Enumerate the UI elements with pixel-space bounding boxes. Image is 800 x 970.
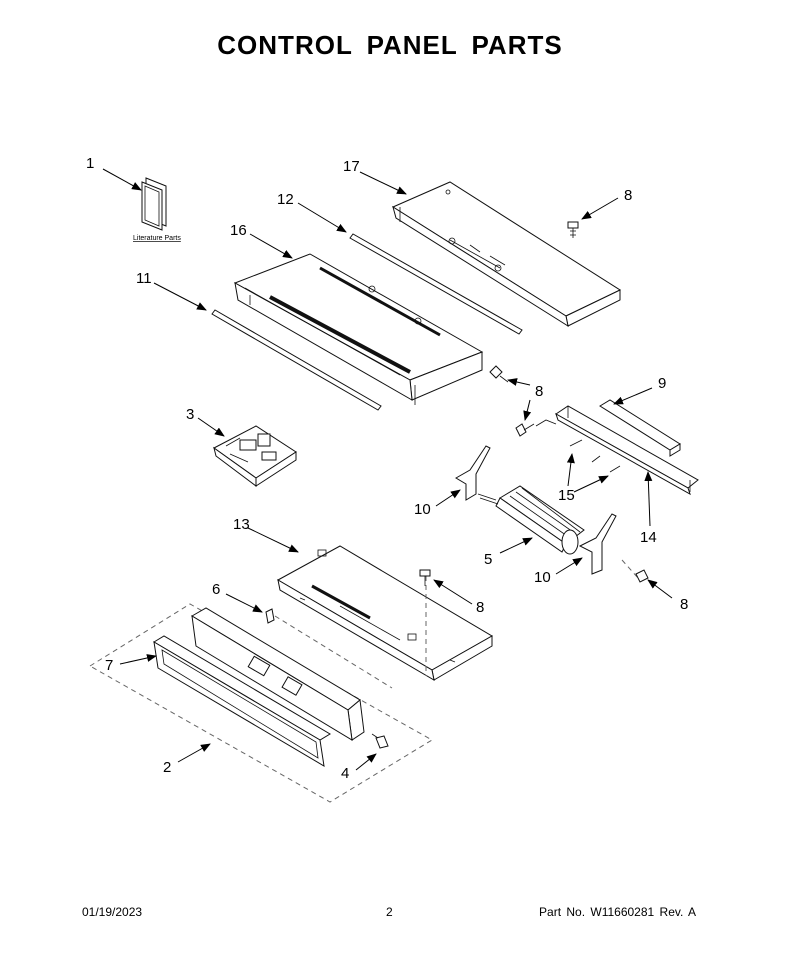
long-strip-part	[211, 309, 382, 411]
wire-lead-part	[535, 419, 621, 473]
callout-15: 15	[558, 487, 575, 504]
callout-6: 6	[212, 581, 220, 598]
assembly-outline	[89, 559, 639, 803]
fan-bracket-part	[555, 405, 699, 496]
callout-8-plate: 8	[476, 599, 484, 616]
callout-4: 4	[341, 765, 349, 782]
clip-part	[265, 608, 275, 624]
callout-11: 11	[136, 270, 152, 287]
callout-13: 13	[233, 516, 250, 533]
callout-3: 3	[186, 406, 194, 423]
callout-1: 1	[86, 155, 94, 172]
callout-16: 16	[230, 222, 247, 239]
footer-date: 01/19/2023	[82, 905, 143, 919]
callout-7: 7	[105, 657, 113, 674]
bracket-strip-part	[599, 399, 681, 457]
callout-5: 5	[484, 551, 492, 568]
callout-17: 17	[343, 158, 360, 175]
screw-8-left-part	[515, 423, 535, 437]
control-board-part	[213, 425, 297, 487]
callout-arrows	[102, 168, 673, 771]
top-cover-part	[391, 181, 622, 328]
screw-8-plate-part	[419, 569, 431, 586]
footer-part-number: Part No. W11660281 Rev. A	[539, 905, 696, 919]
page-title: CONTROL PANEL PARTS	[217, 30, 563, 60]
mounting-plate-part	[276, 545, 493, 681]
callout-10-left: 10	[414, 501, 431, 518]
screw-4-part	[371, 733, 389, 749]
callout-14: 14	[640, 529, 657, 546]
callout-8-top: 8	[624, 187, 632, 204]
top-strip-part	[349, 233, 523, 335]
callout-2: 2	[163, 759, 171, 776]
callout-9: 9	[658, 375, 666, 392]
control-panel-housing-part	[191, 607, 365, 741]
screw-8-bracket-part	[489, 365, 509, 383]
control-bracket-part	[233, 253, 484, 405]
screw-8-right-part	[635, 569, 649, 583]
fan-mount-bracket-left-part	[455, 445, 491, 501]
literature-parts-label: Literature Parts	[133, 235, 181, 242]
callout-10-right: 10	[534, 569, 551, 586]
callout-8-bracket: 8	[535, 383, 543, 400]
literature-booklet-part	[141, 177, 167, 231]
footer-page-number: 2	[386, 905, 393, 919]
screw-8-top-part	[567, 221, 579, 238]
cooling-fan-part	[477, 485, 585, 555]
callout-8-right: 8	[680, 596, 688, 613]
callout-12: 12	[277, 191, 294, 208]
fan-mount-bracket-right-part	[578, 513, 617, 575]
